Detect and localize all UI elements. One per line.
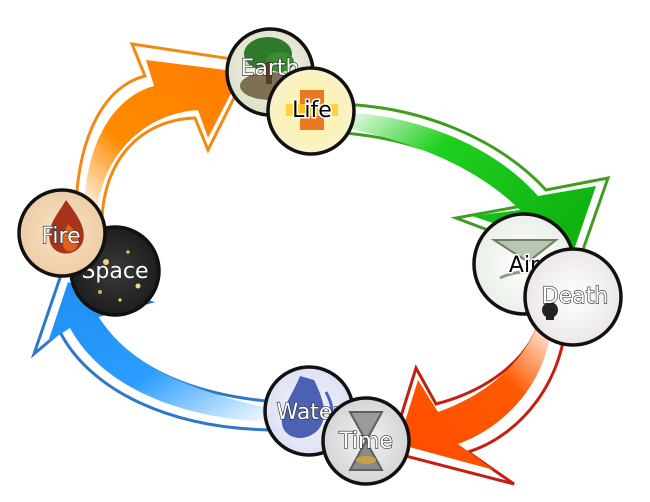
skull-icon (542, 302, 558, 320)
arrow-death-to-time-body (398, 318, 552, 470)
life-icon (286, 90, 338, 130)
node-death-disc (523, 247, 623, 347)
hourglass-icon (348, 411, 384, 471)
node-life-label: Life (292, 98, 332, 123)
arrow-fire-to-earth-body (84, 60, 242, 216)
node-fire: Fire (17, 188, 107, 278)
arrow-death-to-time (388, 310, 568, 486)
node-time-label: Time (338, 429, 393, 454)
node-death-label: Death (542, 284, 609, 309)
arrow-water-to-space-body (48, 282, 276, 422)
arrow-water-to-space (30, 270, 280, 432)
node-fire-label: Fire (41, 224, 80, 249)
node-death: Death (523, 247, 623, 347)
flame-icon (49, 200, 84, 254)
node-time: Time (321, 396, 411, 486)
node-life: Life (266, 66, 356, 156)
